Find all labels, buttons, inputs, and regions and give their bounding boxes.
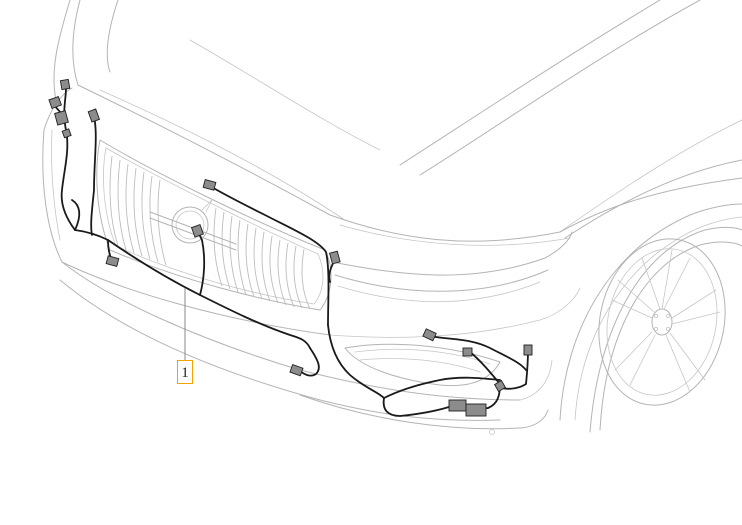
callout-label: 1	[181, 365, 189, 381]
connector-l	[462, 347, 473, 357]
connector-k	[422, 328, 437, 342]
grille-bars	[109, 155, 311, 310]
connector-i	[329, 250, 341, 265]
brand-emblem	[149, 199, 237, 251]
harness-connectors	[48, 78, 533, 417]
connector-h	[105, 255, 120, 267]
connector-n	[493, 379, 507, 393]
connector-a	[59, 78, 71, 91]
connector-c	[54, 110, 69, 126]
connector-g	[190, 224, 204, 238]
car-body-outline	[42, 0, 742, 435]
connector-p	[465, 403, 487, 417]
front-grille	[96, 139, 332, 311]
connector-d	[61, 128, 72, 139]
connector-b	[48, 95, 62, 109]
connector-o	[448, 399, 467, 412]
connector-e	[87, 108, 101, 123]
connector-f	[202, 179, 217, 191]
callout-1: 1	[177, 360, 193, 384]
connector-m	[523, 344, 533, 356]
connector-j	[289, 363, 304, 377]
